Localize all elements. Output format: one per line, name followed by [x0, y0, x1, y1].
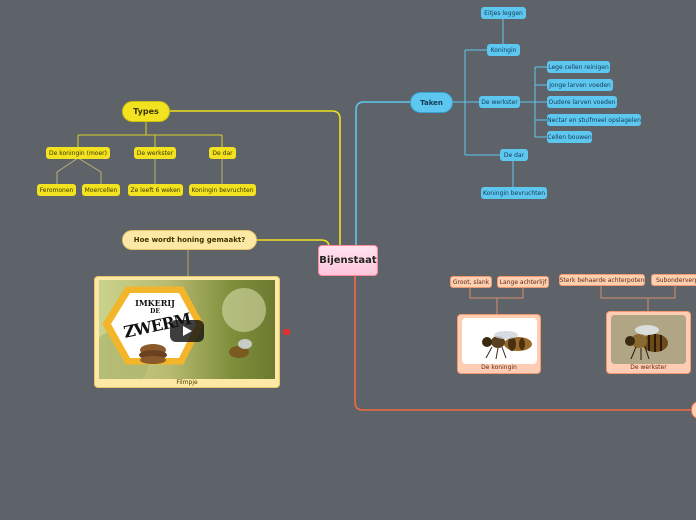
topic-moercellen[interactable]: Moercellen	[82, 184, 120, 196]
topic-task-5[interactable]: Cellen bouwen	[547, 131, 592, 143]
topic-task-2[interactable]: Jonge larven voeden	[547, 79, 613, 91]
topic-type-dar[interactable]: De dar	[209, 147, 236, 159]
topic-dar-bevruchten[interactable]: Koningin bevruchten	[481, 187, 547, 199]
topic-honing[interactable]: Hoe wordt honing gemaakt?	[122, 230, 257, 250]
tag-behaarde-achterpoten[interactable]: Sterk behaarde achterpoten	[559, 274, 645, 286]
topic-leeft-6-weken[interactable]: Ze leeft 6 weken	[128, 184, 183, 196]
koningin-image-card[interactable]: De koningin	[457, 314, 541, 374]
bee-queen-image	[482, 331, 532, 360]
video-thumbnail[interactable]: IMKERIJ DE ZWERM	[99, 280, 275, 379]
topic-type-dar-bevruchten[interactable]: Koningin bevruchten	[189, 184, 256, 196]
topic-eitjes-leggen[interactable]: Eitjes leggen	[481, 7, 526, 19]
topic-taken-dar[interactable]: De dar	[500, 149, 528, 161]
central-topic[interactable]: Bijenstaat	[318, 245, 378, 276]
youtube-icon[interactable]	[283, 329, 290, 335]
werkster-image-card[interactable]: De werkster	[606, 311, 691, 374]
koningin-photo	[462, 318, 537, 364]
werkster-caption: De werkster	[630, 364, 667, 371]
tag-subonderverp[interactable]: Subonderverp	[651, 274, 696, 286]
logo-line-1: IMKERIJ	[135, 298, 175, 308]
bee-worker-image	[611, 315, 686, 364]
logo-line-2: DE	[150, 308, 160, 315]
topic-taken-werkster[interactable]: De werkster	[479, 96, 520, 108]
werkster-photo	[611, 315, 686, 364]
topic-task-1[interactable]: Lege cellen reinigen	[547, 61, 610, 73]
video-caption: Filmpje	[176, 379, 198, 386]
topic-taken-koningin[interactable]: Koningin	[487, 44, 520, 56]
video-thumbnail-art	[99, 286, 266, 379]
topic-taken[interactable]: Taken	[410, 92, 453, 113]
topic-feromonen[interactable]: Feromonen	[37, 184, 76, 196]
topic-types[interactable]: Types	[122, 101, 170, 122]
tag-groot-slank[interactable]: Groot, slank	[450, 276, 492, 288]
topic-task-3[interactable]: Oudere larven voeden	[547, 96, 617, 108]
video-card[interactable]: IMKERIJ DE ZWERM Filmpje	[94, 276, 280, 388]
koningin-caption: De koningin	[481, 364, 517, 371]
play-button[interactable]	[170, 320, 204, 342]
topic-type-werkster[interactable]: De werkster	[134, 147, 176, 159]
play-icon	[183, 326, 192, 336]
topic-type-koningin[interactable]: De koningin (moer)	[46, 147, 110, 159]
topic-task-4[interactable]: Nectar en stuifmeel opslagelen	[547, 114, 641, 126]
tag-lange-achterlijf[interactable]: Lange achterlijf	[497, 276, 549, 288]
